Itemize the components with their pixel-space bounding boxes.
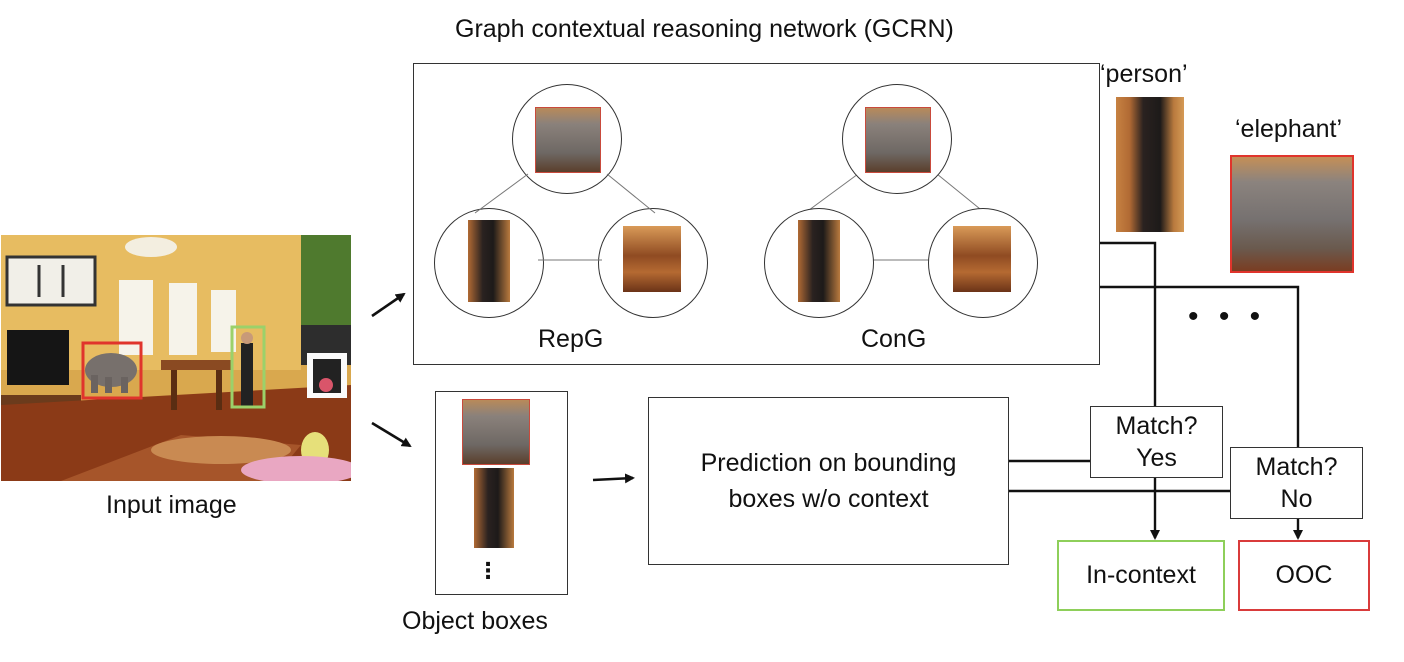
cong-node-chairs (928, 208, 1038, 318)
person-crop-large-icon (1116, 97, 1184, 232)
match-no-box: Match? No (1230, 447, 1363, 519)
match-yes-question: Match? (1115, 411, 1198, 440)
match-no-question: Match? (1255, 452, 1338, 481)
arrow-objects-to-prediction (592, 473, 635, 484)
repg-node-elephant (512, 84, 622, 194)
repg-node-person (434, 208, 544, 318)
person-shape (241, 332, 253, 408)
wire-gcrn-to-match-yes (1100, 241, 1157, 408)
prediction-line-2: boxes w/o context (728, 485, 929, 513)
person-crop-icon (798, 220, 840, 302)
match-yes-box: Match? Yes (1090, 406, 1223, 478)
repg-node-chairs (598, 208, 708, 318)
person-crop-icon (468, 220, 510, 302)
repg-label: RepG (538, 325, 604, 353)
object-boxes-label: Object boxes (402, 607, 548, 635)
more-classes-ellipsis: • • • (1188, 300, 1267, 333)
elephant-crop-icon (865, 107, 931, 173)
object-boxes-panel: ⋮ (435, 391, 568, 595)
person-class-label: ‘person’ (1100, 60, 1188, 88)
match-yes-answer: Yes (1136, 444, 1177, 472)
chairs-crop-icon (953, 226, 1011, 292)
wire-gcrn-to-match-no (1100, 285, 1300, 448)
elephant-shape (85, 353, 137, 393)
cong-node-person (764, 208, 874, 318)
prediction-line-1: Prediction on bounding (700, 448, 957, 477)
elephant-crop-large-icon (1230, 155, 1354, 273)
match-no-answer: No (1280, 485, 1313, 513)
input-image-label: Input image (106, 491, 237, 519)
arrow-input-to-object-boxes (371, 421, 412, 448)
cong-node-elephant (842, 84, 952, 194)
ooc-box: OOC (1238, 540, 1370, 611)
in-context-label: In-context (1086, 561, 1196, 589)
input-image (1, 235, 351, 481)
in-context-box: In-context (1057, 540, 1225, 611)
elephant-class-label: ‘elephant’ (1235, 115, 1343, 143)
living-room-photo-icon (1, 235, 351, 481)
elephant-crop-icon (462, 399, 530, 465)
elephant-crop-icon (535, 107, 601, 173)
person-crop-icon (474, 468, 514, 548)
gcrn-title: Graph contextual reasoning network (GCRN… (455, 15, 954, 43)
cong-label: ConG (861, 325, 927, 353)
ooc-label: OOC (1275, 561, 1333, 589)
more-boxes-ellipsis: ⋮ (477, 558, 499, 583)
chairs-crop-icon (623, 226, 681, 292)
arrow-input-to-gcrn (371, 292, 406, 318)
prediction-box: Prediction on bounding boxes w/o context (648, 397, 1009, 565)
